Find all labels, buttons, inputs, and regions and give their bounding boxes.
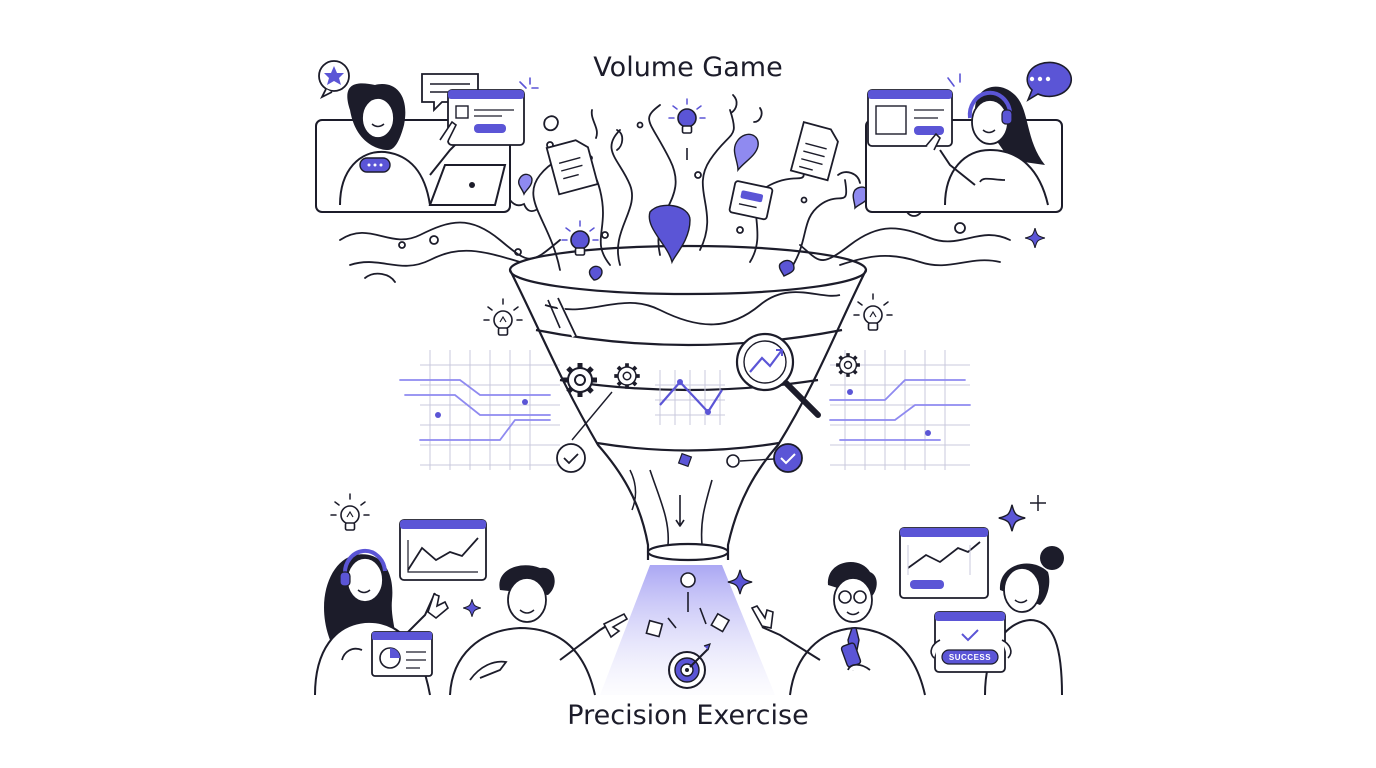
document-icon [545, 139, 599, 196]
magnifier-icon [735, 332, 821, 418]
check-circle-icon [556, 443, 586, 473]
sparkle-icon [1024, 227, 1046, 249]
person-laptop-top-left [315, 60, 525, 213]
person-bun-bottom-right: SUCCESS [899, 527, 1064, 696]
bottom-label: Precision Exercise [567, 700, 809, 731]
funnel-particle [677, 452, 693, 468]
document-icon [789, 121, 839, 182]
left-circuit-lines [399, 379, 551, 441]
lightbulb-icon [668, 98, 706, 134]
gear-icon [834, 351, 862, 379]
lightbulb-icon [483, 289, 523, 336]
precision-beam [600, 565, 775, 695]
gear-icon [563, 363, 597, 397]
target-icon [668, 643, 711, 689]
card-icon [728, 180, 774, 221]
person-glasses-bottom-right [750, 562, 926, 696]
success-badge-text: SUCCESS [949, 653, 991, 662]
sparkle-icon [998, 504, 1026, 532]
falling-items [645, 572, 731, 638]
splash-drops [517, 133, 870, 281]
sparkle-icon [1030, 495, 1046, 511]
check-circle-icon [726, 443, 803, 473]
lightbulb-icon [330, 484, 370, 531]
funnel [508, 244, 868, 562]
person-pointing-bottom-left [449, 565, 629, 696]
person-headset-top-right [865, 61, 1073, 213]
right-circuit-lines [829, 379, 971, 441]
sparkle-icon [947, 73, 961, 87]
left-data-grid [420, 350, 560, 470]
sparkle-icon [519, 77, 539, 89]
lightbulb-icon [853, 284, 893, 331]
funnel-line-chart [655, 370, 725, 425]
gear-icon [612, 361, 642, 391]
person-headset-bottom-left [314, 519, 487, 696]
star-icon [462, 598, 482, 618]
top-label: Volume Game [593, 52, 783, 83]
